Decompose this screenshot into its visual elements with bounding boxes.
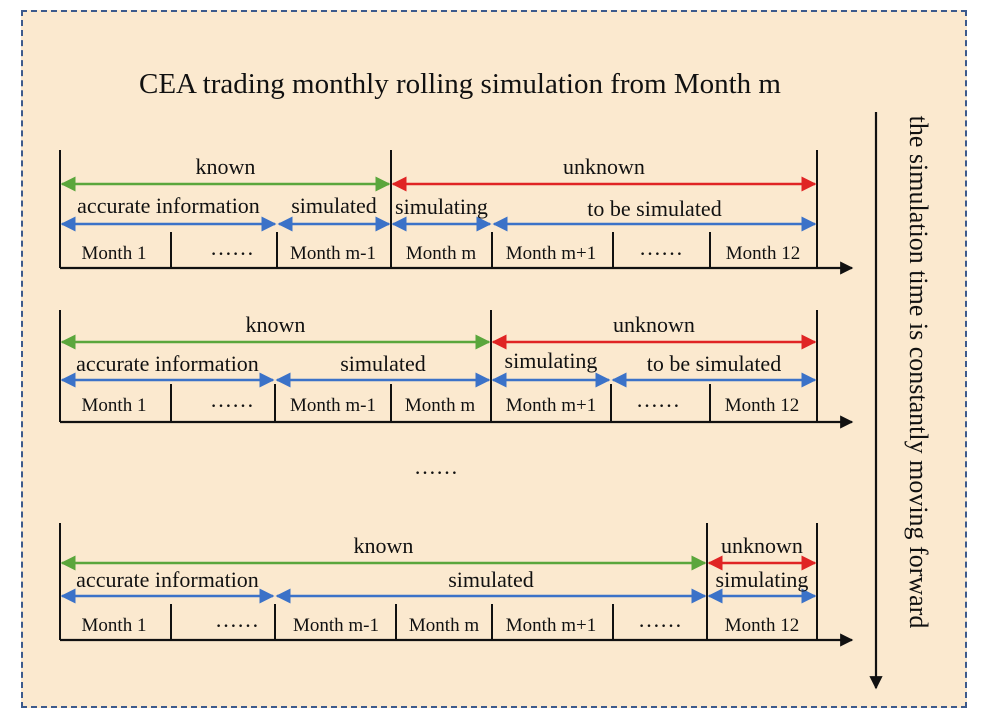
month-cell-label: Month 12 xyxy=(725,615,799,636)
month-cell-label: Month m+1 xyxy=(506,395,596,416)
month-cell-label: Month m xyxy=(409,615,479,636)
unknown-label: unknown xyxy=(563,154,645,179)
month-cell-label: Month m-1 xyxy=(290,243,376,264)
known-label: known xyxy=(196,154,256,179)
month-cell-label: …… xyxy=(638,607,682,632)
month-cell-label: …… xyxy=(210,235,254,260)
month-cell-label: Month 12 xyxy=(726,243,800,264)
month-cell-label: …… xyxy=(636,387,680,412)
month-cell-label: Month 1 xyxy=(82,395,147,416)
known-label: known xyxy=(354,533,414,558)
segment-label: simulated xyxy=(340,351,426,376)
month-cell-label: Month 1 xyxy=(82,615,147,636)
unknown-label: unknown xyxy=(613,312,695,337)
month-cell-label: Month m xyxy=(406,243,476,264)
month-cell-label: Month 1 xyxy=(82,243,147,264)
known-label: known xyxy=(246,312,306,337)
month-cell-label: …… xyxy=(639,235,683,260)
rows-ellipsis: …… xyxy=(414,454,458,479)
segment-label: simulating xyxy=(505,348,598,373)
segment-label: simulated xyxy=(291,193,377,218)
month-cell-label: Month m xyxy=(405,395,475,416)
segment-label: to be simulated xyxy=(587,196,721,221)
month-cell-label: Month 12 xyxy=(725,395,799,416)
segment-label: accurate information xyxy=(76,567,259,592)
month-cell-label: Month m+1 xyxy=(506,243,596,264)
segment-label: to be simulated xyxy=(647,351,781,376)
unknown-label: unknown xyxy=(721,533,803,558)
month-cell-label: …… xyxy=(215,607,259,632)
segment-label: simulating xyxy=(395,194,488,219)
diagram-title: CEA trading monthly rolling simulation f… xyxy=(138,68,781,100)
segment-label: accurate information xyxy=(76,351,259,376)
segment-label: simulating xyxy=(716,567,809,592)
month-cell-label: Month m-1 xyxy=(293,615,379,636)
month-cell-label: Month m+1 xyxy=(506,615,596,636)
segment-label: accurate information xyxy=(77,193,260,218)
month-cell-label: …… xyxy=(210,387,254,412)
segment-label: simulated xyxy=(448,567,534,592)
month-cell-label: Month m-1 xyxy=(290,395,376,416)
